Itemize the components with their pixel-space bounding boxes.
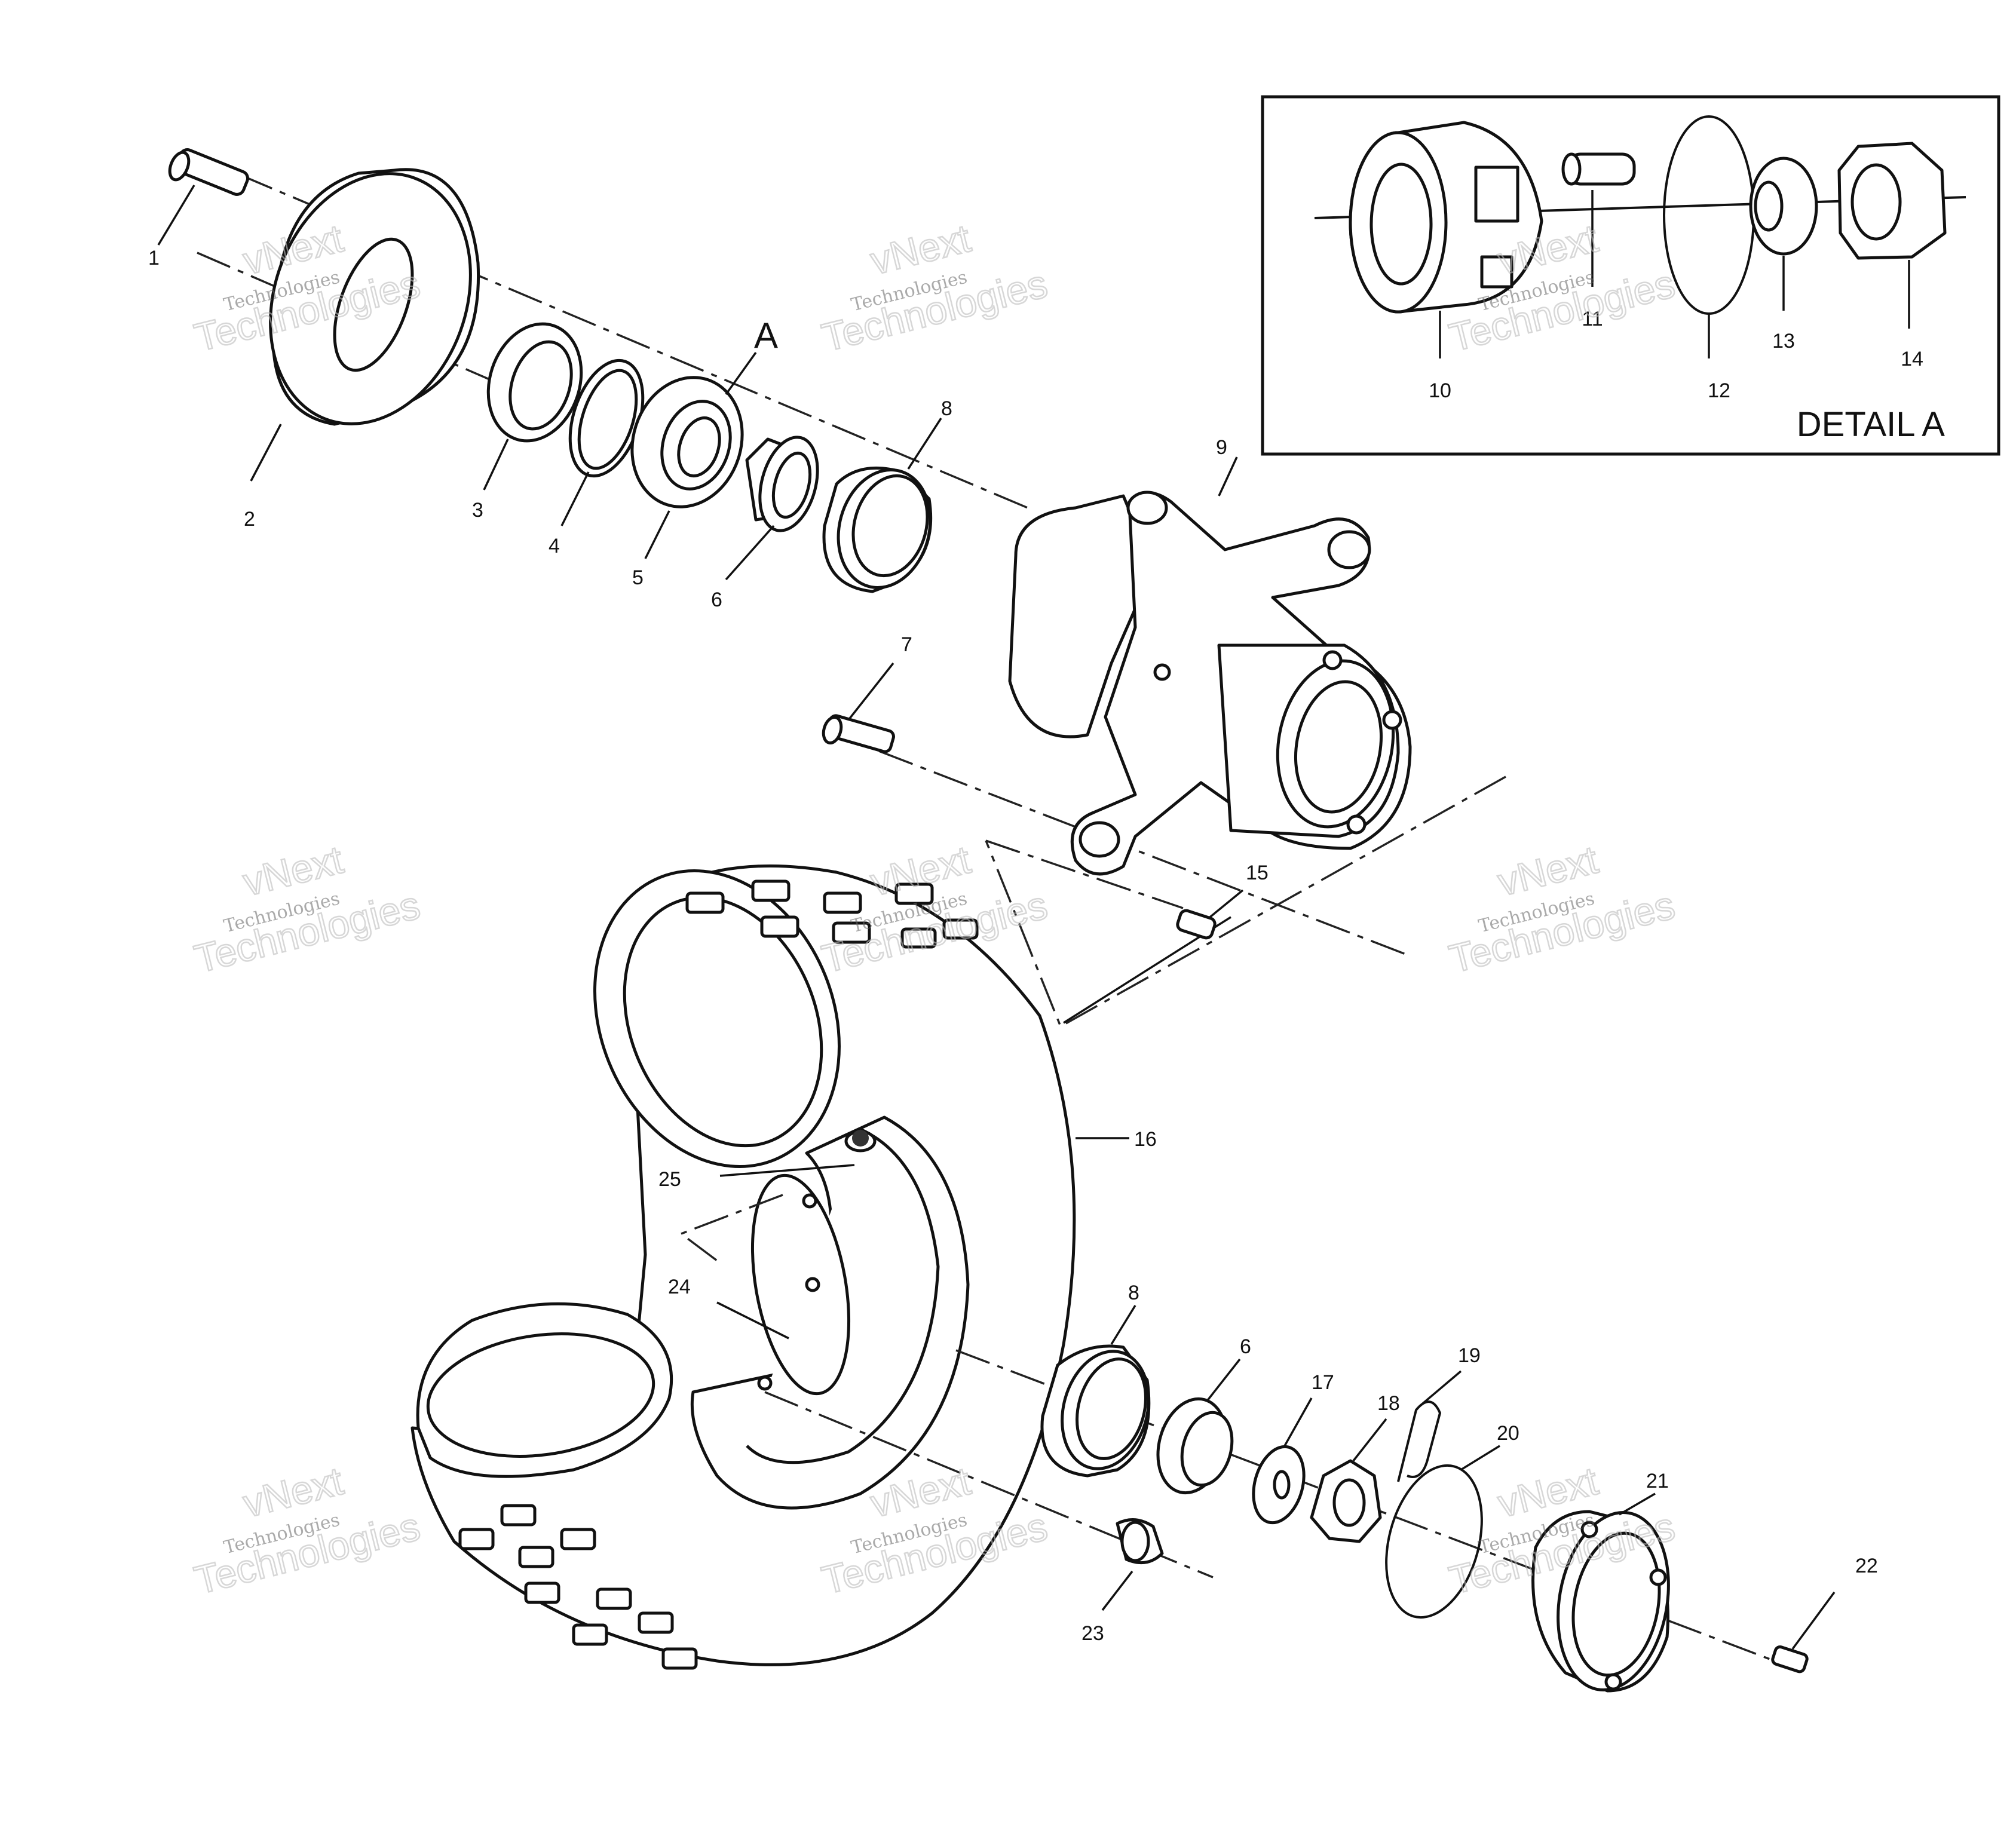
knuckle-axis-line — [985, 839, 1184, 909]
part-7-bolt — [822, 714, 895, 753]
callout-16: 16 — [1134, 1128, 1157, 1151]
part-24-rim — [690, 1115, 970, 1510]
part-8-race-upper — [822, 466, 933, 593]
callout-21: 21 — [1646, 1470, 1669, 1492]
part-22-screw — [1771, 1645, 1809, 1673]
part-12-o-ring — [1663, 115, 1755, 315]
part-6-tapered-bearing-upper — [745, 436, 819, 532]
callout-7: 7 — [901, 633, 912, 656]
part-4-retaining-ring — [568, 358, 645, 478]
part-9-steering-knuckle — [1008, 491, 1412, 876]
callout-5: 5 — [632, 566, 644, 589]
part-2-brake-disc — [269, 168, 480, 426]
callout-6-upper: 6 — [711, 588, 722, 611]
callout-25: 25 — [658, 1168, 681, 1191]
watermark-6: vNext Technologies Technologies — [1444, 836, 1680, 982]
callout-8-lower: 8 — [1128, 1282, 1139, 1304]
tire-tread-lower — [458, 1504, 698, 1670]
callout-18: 18 — [1377, 1392, 1400, 1415]
rim-bracket-line — [679, 1194, 783, 1262]
part-14-hex-nut — [1837, 142, 1947, 260]
callout-6-lower: 6 — [1240, 1335, 1251, 1358]
callout-13: 13 — [1772, 330, 1795, 353]
part-23-lug-nut — [1116, 1518, 1164, 1565]
detail-a-frame — [1261, 95, 2000, 456]
tire-inner-ring-lower — [426, 1332, 655, 1458]
detail-a-title: DETAIL A — [1797, 405, 1945, 444]
part-19-cotter-pin — [1397, 1400, 1442, 1482]
callout-14: 14 — [1901, 348, 1923, 370]
callout-20: 20 — [1497, 1422, 1519, 1445]
callout-labels: 1 2 3 4 5 6 7 8 9 10 11 12 13 14 15 16 1… — [148, 247, 1923, 1645]
watermark-4: vNext Technologies Technologies — [189, 836, 425, 982]
watermark-7: vNext Technologies Technologies — [189, 1458, 425, 1604]
part-5-bearing-carrier — [630, 376, 744, 508]
callout-24: 24 — [668, 1276, 691, 1298]
callout-22: 22 — [1855, 1555, 1878, 1577]
part-25-valve-stem — [852, 1130, 869, 1147]
part-18-castle-nut — [1310, 1459, 1382, 1543]
part-17-washer — [1252, 1445, 1306, 1525]
part-10-hub-sleeve — [1349, 121, 1543, 314]
callout-23: 23 — [1081, 1622, 1104, 1645]
callout-10: 10 — [1429, 379, 1451, 402]
callout-19: 19 — [1458, 1344, 1481, 1367]
part-11-pin — [1561, 152, 1636, 186]
callout-11: 11 — [1582, 308, 1603, 330]
part-15-set-screw — [1176, 909, 1217, 940]
part-1-bolt — [168, 148, 250, 196]
part-6-tapered-bearing-lower — [1156, 1397, 1234, 1495]
callout-17: 17 — [1312, 1371, 1334, 1394]
callout-2: 2 — [244, 508, 255, 531]
detail-a-panel: DETAIL A — [1261, 95, 2000, 456]
lug-axis-line — [764, 1391, 1214, 1578]
watermark-2: vNext Technologies Technologies — [817, 215, 1052, 361]
callout-15: 15 — [1246, 862, 1269, 884]
callout-1: 1 — [148, 247, 160, 269]
part-8-race-lower — [1040, 1344, 1151, 1478]
part-13-washer — [1749, 157, 1818, 256]
callout-8-upper: 8 — [941, 397, 952, 420]
callout-12: 12 — [1708, 379, 1730, 402]
part-3-seal — [486, 322, 583, 443]
part-20-o-ring — [1385, 1464, 1483, 1619]
callout-9: 9 — [1216, 436, 1227, 459]
detail-a-marker: A — [754, 315, 778, 355]
callout-3: 3 — [472, 499, 483, 522]
callout-4: 4 — [549, 535, 560, 557]
part-21-hub-cap — [1531, 1510, 1670, 1693]
